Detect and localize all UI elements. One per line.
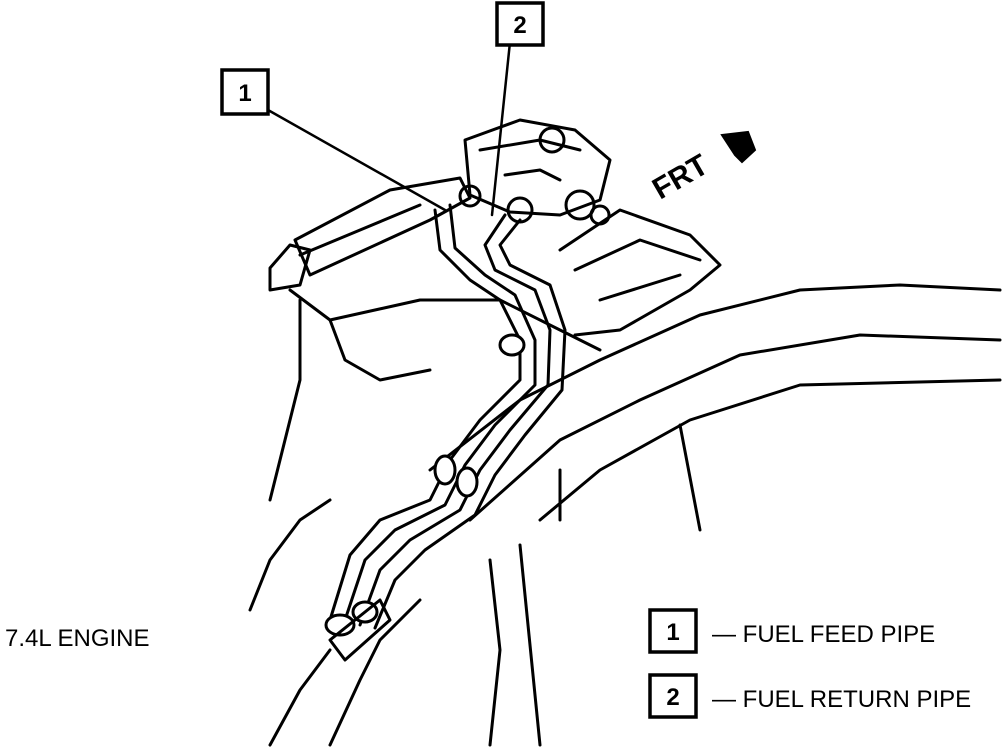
- legend-item-feed-pipe: 1 — FUEL FEED PIPE: [648, 608, 935, 654]
- front-arrow-icon: [720, 130, 757, 164]
- leader-lines: [266, 40, 512, 217]
- callout-1: 1: [220, 68, 270, 116]
- engine-outline: [268, 118, 722, 502]
- legend-item-1-number: 1: [666, 619, 679, 646]
- callout-1-number: 1: [238, 80, 251, 107]
- legend-item-2-text: — FUEL RETURN PIPE: [712, 686, 971, 713]
- fuel-feed-pipe: [328, 203, 537, 622]
- pipe-fittings: [324, 333, 526, 662]
- fuel-return-pipe: [358, 213, 567, 630]
- legend-item-2-number: 2: [666, 684, 679, 711]
- callout-2-number: 2: [513, 12, 526, 39]
- engine-label: 7.4L ENGINE: [5, 625, 150, 652]
- legend-item-1-text: — FUEL FEED PIPE: [712, 621, 935, 648]
- legend: 1 — FUEL FEED PIPE 2 — FUEL RETURN PIPE: [648, 608, 971, 719]
- legend-item-return-pipe: 2 — FUEL RETURN PIPE: [648, 673, 971, 719]
- callout-2: 2: [495, 1, 545, 47]
